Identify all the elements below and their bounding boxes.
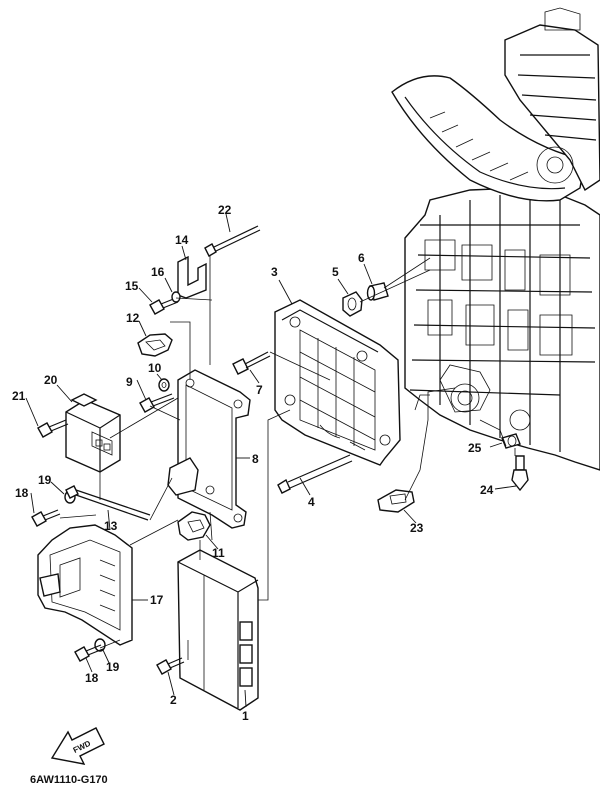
callout-5: 5 bbox=[332, 265, 339, 279]
part-11-clamp bbox=[177, 511, 211, 541]
callout-21: 21 bbox=[12, 389, 26, 403]
part-1-ecm bbox=[177, 549, 259, 711]
callout-8: 8 bbox=[252, 452, 259, 466]
callout-14: 14 bbox=[175, 233, 189, 247]
callout-12: 12 bbox=[126, 311, 140, 325]
callout-2: 2 bbox=[170, 693, 177, 707]
part-21-bolt bbox=[37, 419, 69, 438]
callout-1: 1 bbox=[242, 709, 249, 723]
callout-19-top: 19 bbox=[38, 473, 52, 487]
callout-17: 17 bbox=[150, 593, 164, 607]
callout-10: 10 bbox=[148, 361, 162, 375]
part-15-bolt bbox=[149, 297, 179, 315]
callout-11: 11 bbox=[212, 546, 225, 560]
part-16-washer bbox=[171, 291, 181, 303]
part-2-bolt bbox=[156, 657, 185, 675]
callout-18-top: 18 bbox=[15, 486, 29, 500]
callout-23: 23 bbox=[410, 521, 424, 535]
engine-block bbox=[404, 187, 600, 471]
callout-6: 6 bbox=[358, 251, 365, 265]
part-10-washer bbox=[158, 378, 170, 392]
part-20-relay bbox=[65, 393, 121, 473]
callout-9: 9 bbox=[126, 375, 133, 389]
part-25-grommet bbox=[501, 433, 521, 449]
callout-7: 7 bbox=[256, 383, 263, 397]
callout-19-bottom: 19 bbox=[106, 660, 120, 674]
callout-25: 25 bbox=[468, 441, 482, 455]
assembly-guide-lines bbox=[59, 256, 516, 660]
callout-15: 15 bbox=[125, 279, 139, 293]
flywheel-cover bbox=[391, 7, 600, 202]
callout-24: 24 bbox=[480, 483, 494, 497]
callout-4: 4 bbox=[308, 495, 315, 509]
part-24-sensor bbox=[511, 455, 529, 492]
part-18-bolt-bottom bbox=[74, 644, 104, 662]
callout-13: 13 bbox=[104, 519, 118, 533]
part-4-cable-tie bbox=[277, 454, 353, 494]
callout-3: 3 bbox=[271, 265, 278, 279]
part-8-mount-plate bbox=[167, 369, 251, 529]
figure-code: 6AW1110-G170 bbox=[30, 774, 108, 786]
part-22-cable-tie bbox=[204, 225, 261, 257]
part-5-grommet bbox=[342, 291, 363, 317]
part-14-bracket bbox=[177, 255, 207, 299]
part-3-bracket-plate bbox=[274, 299, 401, 466]
callout-labels: 1 2 3 4 5 6 7 8 9 10 11 12 13 14 15 16 1… bbox=[12, 203, 494, 723]
part-7-bolt bbox=[232, 351, 271, 375]
part-23-sensor bbox=[377, 489, 415, 513]
callout-18-bottom: 18 bbox=[85, 671, 99, 685]
part-12-clip bbox=[137, 333, 173, 357]
callout-20: 20 bbox=[44, 373, 58, 387]
part-13-cable-tie bbox=[65, 485, 151, 521]
callout-22: 22 bbox=[218, 203, 232, 217]
callout-16: 16 bbox=[151, 265, 165, 279]
fwd-arrow-icon: FWD bbox=[50, 727, 105, 765]
part-17-bracket bbox=[37, 524, 133, 646]
part-18-bolt-top bbox=[31, 509, 61, 527]
leader-lines bbox=[25, 213, 517, 708]
